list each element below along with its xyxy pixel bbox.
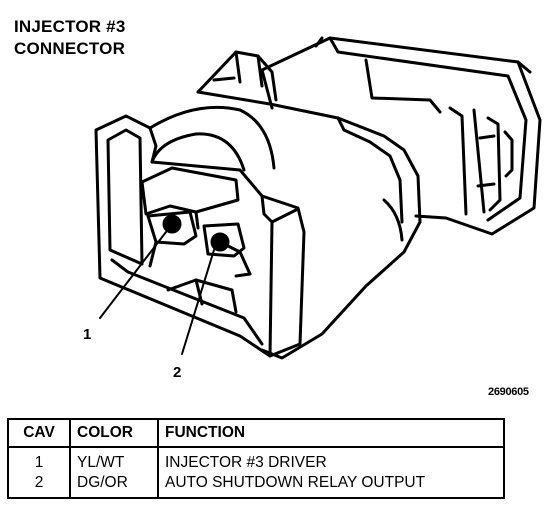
header-color: COLOR [69,418,159,448]
callout-pin-2: 2 [173,364,182,381]
pin-1-terminal [162,214,182,234]
row-color: YL/WT [69,447,159,473]
leader-pin-2 [181,249,215,355]
table-row: 2 DG/OR AUTO SHUTDOWN RELAY OUTPUT [7,473,505,499]
diagram-title: INJECTOR #3 CONNECTOR [14,16,125,60]
figure-number: 2690605 [488,386,529,398]
pin-function-table: CAV COLOR FUNCTION 1 YL/WT INJECTOR #3 D… [7,418,505,499]
row-function: INJECTOR #3 DRIVER [157,447,505,473]
cavity-1 [146,210,198,268]
row-cav: 1 [7,447,71,473]
header-cav: CAV [7,418,71,448]
header-function: FUNCTION [157,418,505,448]
title-line-2: CONNECTOR [14,39,126,58]
row-function: AUTO SHUTDOWN RELAY OUTPUT [157,473,505,499]
rear-housing [260,36,542,236]
connector-key [140,166,240,314]
callout-pin-1: 1 [83,326,92,343]
row-cav: 2 [7,473,71,499]
table-row: 1 YL/WT INJECTOR #3 DRIVER [7,447,505,473]
connector-latch [196,50,278,102]
title-line-1: INJECTOR #3 [14,17,126,36]
cavity-2 [202,222,252,278]
connector-body [196,90,422,360]
row-color: DG/OR [69,473,159,499]
leader-pin-1 [99,231,167,319]
injector-connector-illustration [94,36,542,360]
pin-2-terminal [210,232,230,252]
callout-leaders [99,231,215,355]
table-header-row: CAV COLOR FUNCTION [7,418,505,448]
connector-front-face [94,105,306,358]
